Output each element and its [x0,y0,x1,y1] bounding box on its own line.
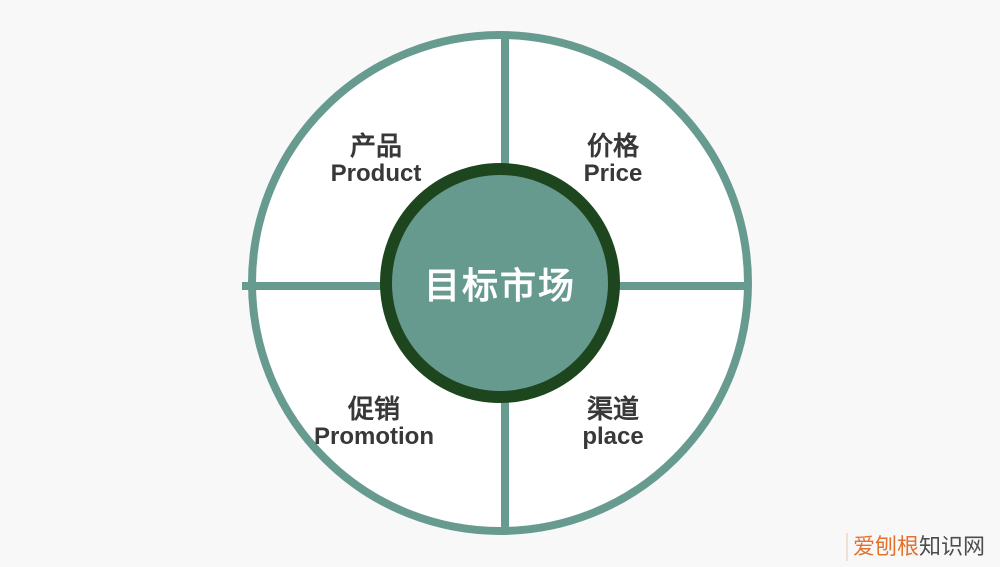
quadrant-label-place-en: place [582,423,644,450]
center-label: 目标市场 [423,265,576,306]
quadrant-label-product-en: Product [330,160,422,187]
quadrant-label-place-zh: 渠道 [586,394,639,424]
quadrant-label-product: 产品 Product [331,132,422,188]
quadrant-label-product-zh: 产品 [349,131,403,161]
quadrant-label-promotion-en: Promotion [314,423,434,450]
watermark-highlight: 爱刨根 [852,534,919,559]
quadrant-label-price: 价格 Price [584,132,643,188]
watermark: 爱刨根 知识网 [845,533,985,561]
center-circle: 目标市场 [380,163,620,403]
watermark-divider [845,533,848,561]
quadrant-label-price-en: Price [583,160,643,187]
quadrant-label-place: 渠道 place [582,395,643,451]
watermark-rest: 知识网 [918,534,985,559]
quadrant-label-price-zh: 价格 [586,131,639,161]
quadrant-label-promotion: 促销 Promotion [314,395,434,451]
quadrant-label-promotion-zh: 促销 [347,394,400,424]
